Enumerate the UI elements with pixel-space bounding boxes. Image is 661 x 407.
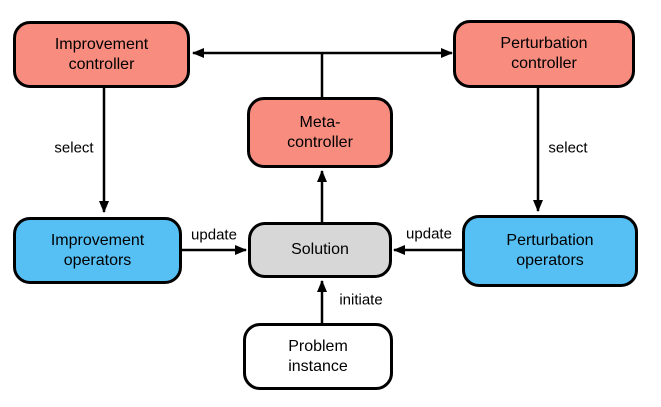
edge-label-select-left: select — [54, 139, 94, 157]
node-problem-instance: Problem instance — [243, 323, 393, 390]
edge-label-update-left: update — [191, 226, 237, 244]
node-improvement-operators: Improvement operators — [13, 217, 182, 284]
node-improvement-controller: Improvement controller — [13, 21, 190, 88]
edge-label-initiate: initiate — [339, 291, 383, 309]
node-meta-controller: Meta- controller — [247, 97, 393, 168]
node-solution: Solution — [248, 222, 392, 278]
node-perturbation-controller: Perturbation controller — [453, 20, 635, 88]
node-perturbation-operators: Perturbation operators — [462, 215, 638, 287]
edge-label-select-right: select — [548, 139, 588, 157]
edge-label-update-right: update — [406, 225, 452, 243]
